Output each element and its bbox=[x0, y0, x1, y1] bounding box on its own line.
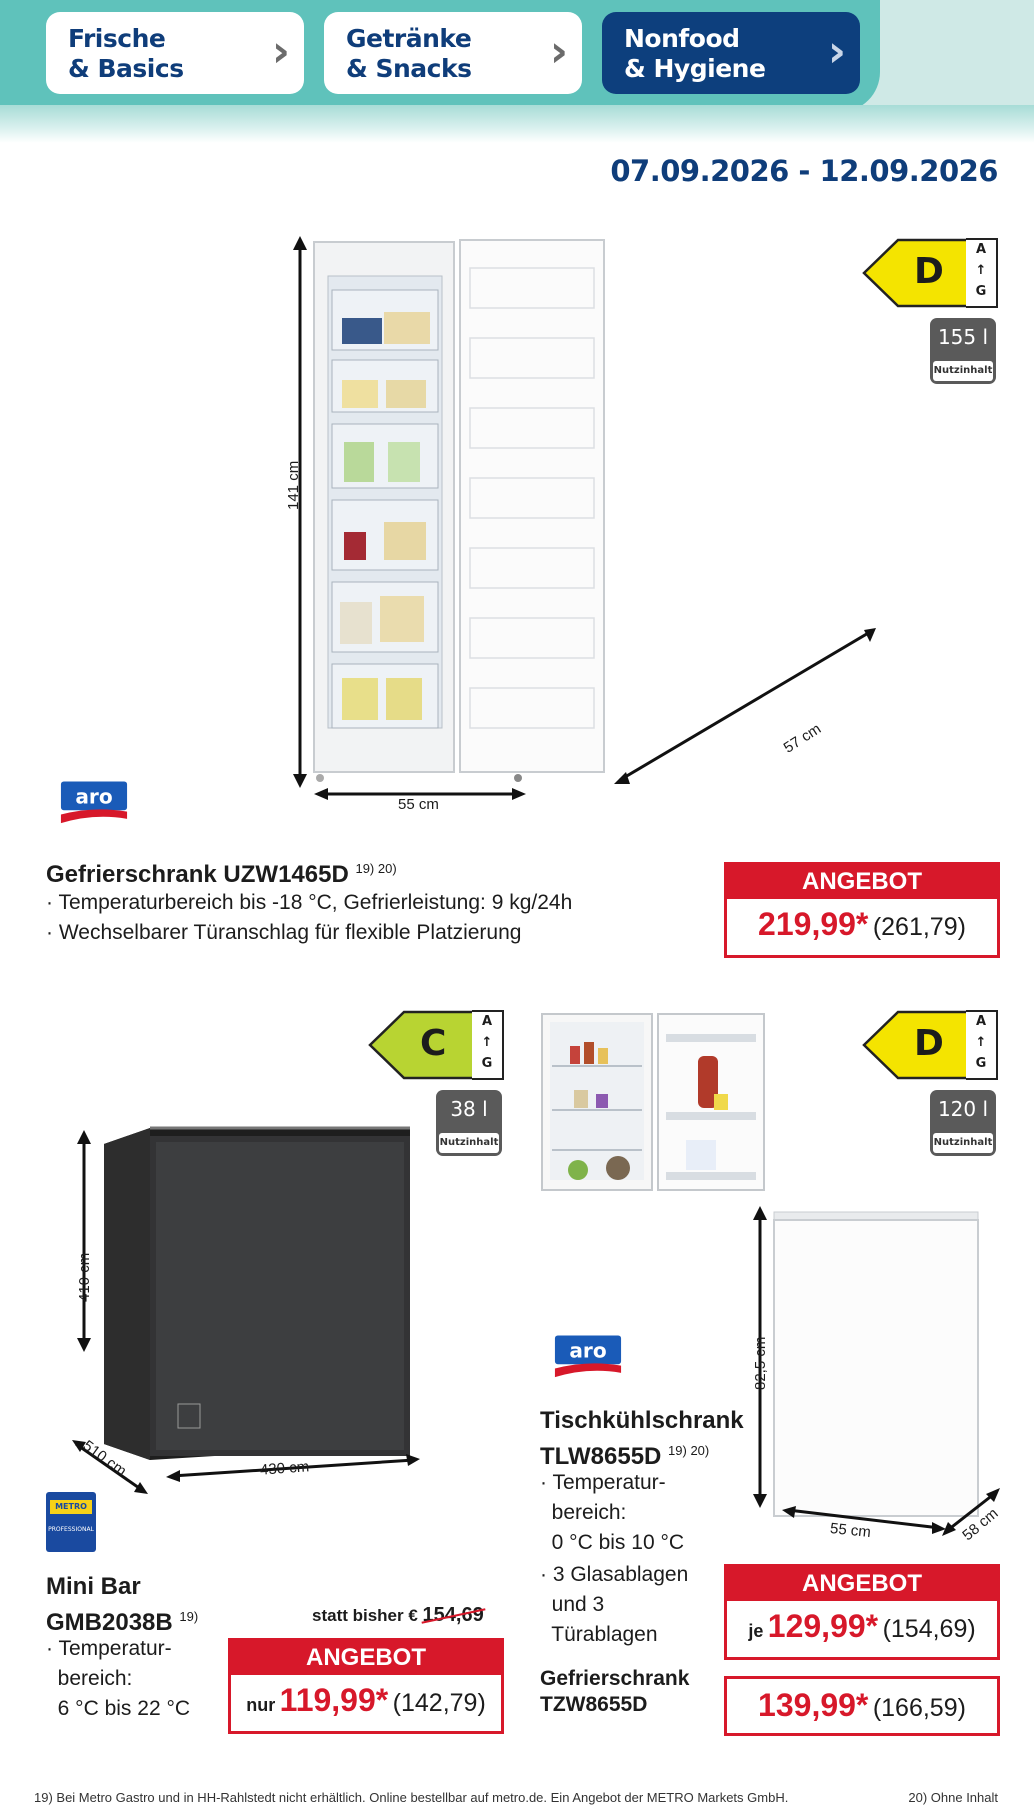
energy-class: C bbox=[420, 1023, 447, 1064]
chevron-right-icon: › bbox=[827, 26, 846, 77]
energy-class: D bbox=[914, 1023, 944, 1064]
price: 129,99* bbox=[767, 1608, 879, 1644]
energy-scale: A ↑ G bbox=[966, 1010, 998, 1080]
tablefridge-bullet-2: · 3 Glasablagen und 3 Türablagen bbox=[540, 1563, 689, 1646]
old-price-prefix: statt bisher € bbox=[312, 1606, 423, 1625]
volume-value: 38 l bbox=[450, 1097, 488, 1121]
energy-scale: A ↑ G bbox=[472, 1010, 504, 1080]
tablefridge-volume-badge: 120 l Nutzinhalt bbox=[930, 1090, 996, 1156]
price-gross: (166,59) bbox=[872, 1694, 966, 1722]
minibar-image bbox=[72, 1126, 420, 1494]
svg-text:aro: aro bbox=[75, 785, 112, 809]
metro-professional-logo: METRO PROFESSIONAL bbox=[46, 1492, 96, 1552]
tablefridge-energy-label: D A ↑ G bbox=[862, 1010, 1000, 1080]
tablefridge-price-box: ANGEBOT je 129,99* (154,69) bbox=[724, 1564, 1000, 1660]
svg-text:aro: aro bbox=[569, 1339, 606, 1363]
freezer-title: Gefrierschrank UZW1465D 19) 20) bbox=[46, 854, 397, 890]
tablefridge-dim-height: 82,5 cm bbox=[752, 1336, 769, 1390]
price-prefix: nur bbox=[246, 1695, 276, 1715]
tab-label: Nonfood & Hygiene bbox=[624, 24, 766, 83]
freezer-bullet-1: · Temperaturbereich bis -18 °C, Gefrierl… bbox=[46, 891, 573, 914]
chevron-right-icon: › bbox=[271, 26, 290, 77]
chevron-right-icon: › bbox=[549, 26, 568, 77]
tab-label: Getränke & Snacks bbox=[346, 24, 472, 83]
arrow-up-icon: ↑ bbox=[975, 1035, 987, 1050]
energy-class: D bbox=[914, 251, 944, 292]
freezer-image bbox=[293, 236, 876, 800]
price-gross: (154,69) bbox=[882, 1615, 976, 1643]
freezer-bullet-2: · Wechselbarer Türanschlag für flexible … bbox=[46, 921, 522, 944]
date-range: 07.09.2026 - 12.09.2026 bbox=[610, 154, 998, 188]
scale-top: A bbox=[481, 1014, 493, 1029]
price-prefix: je bbox=[748, 1621, 764, 1641]
price-line: 219,99* (261,79) bbox=[727, 899, 997, 956]
price-gross: (142,79) bbox=[392, 1689, 486, 1717]
scale-top: A bbox=[975, 242, 987, 257]
title-text: Tischkühlschrank TLW8655D bbox=[540, 1407, 744, 1470]
footnote-ref: 19) 20) bbox=[355, 861, 397, 876]
offer-label: ANGEBOT bbox=[231, 1641, 501, 1675]
tablefridge-open-image bbox=[541, 1013, 765, 1191]
tab-nonfood-hygiene[interactable]: Nonfood & Hygiene › bbox=[602, 12, 860, 94]
price-gross: (261,79) bbox=[872, 913, 966, 941]
minibar-energy-label: C A ↑ G bbox=[368, 1010, 506, 1080]
minibar-bullet-1: · Temperatur- bereich: 6 °C bis 22 °C bbox=[46, 1637, 191, 1720]
tablefridge-closed-image bbox=[753, 1206, 1000, 1536]
scale-bottom: G bbox=[975, 284, 987, 299]
volume-label: Nutzinhalt bbox=[933, 1133, 993, 1153]
footnote-ref: 19) bbox=[179, 1609, 199, 1624]
volume-value: 155 l bbox=[937, 325, 989, 349]
scale-bottom: G bbox=[481, 1056, 493, 1071]
scale-top: A bbox=[975, 1014, 987, 1029]
freezer2-price-box: 139,99* (166,59) bbox=[724, 1676, 1000, 1736]
volume-value: 120 l bbox=[937, 1097, 989, 1121]
volume-label: Nutzinhalt bbox=[933, 361, 993, 381]
header-brush-stroke bbox=[0, 105, 1034, 143]
freezer-volume-badge: 155 l Nutzinhalt bbox=[930, 318, 996, 384]
footnote-20: 20) Ohne Inhalt bbox=[908, 1790, 998, 1805]
tab-frische-basics[interactable]: Frische & Basics › bbox=[46, 12, 304, 94]
freezer-energy-label: D A ↑ G bbox=[862, 238, 1000, 308]
tablefridge-bullet-1: · Temperatur- bereich: 0 °C bis 10 °C bbox=[540, 1471, 685, 1554]
freezer-price-box: ANGEBOT 219,99* (261,79) bbox=[724, 862, 1000, 958]
scale-bottom: G bbox=[975, 1056, 987, 1071]
tab-label: Frische & Basics bbox=[68, 24, 184, 83]
arrow-up-icon: ↑ bbox=[975, 263, 987, 278]
energy-scale: A ↑ G bbox=[966, 238, 998, 308]
freezer2-title: Gefrierschrank TZW8655D bbox=[540, 1667, 690, 1716]
price-line: nur 119,99* (142,79) bbox=[231, 1675, 501, 1732]
offer-label: ANGEBOT bbox=[727, 865, 997, 899]
aro-logo: aro bbox=[60, 781, 128, 824]
price-line: 139,99* (166,59) bbox=[727, 1679, 997, 1738]
price: 119,99* bbox=[279, 1682, 389, 1718]
price: 219,99* bbox=[758, 906, 869, 942]
price-line: je 129,99* (154,69) bbox=[727, 1601, 997, 1658]
tab-getraenke-snacks[interactable]: Getränke & Snacks › bbox=[324, 12, 582, 94]
minibar-volume-badge: 38 l Nutzinhalt bbox=[436, 1090, 502, 1156]
tablefridge-title: Tischkühlschrank TLW8655D 19) 20) bbox=[540, 1406, 744, 1472]
old-price: 154,69 bbox=[421, 1604, 486, 1626]
footnote-ref: 19) 20) bbox=[668, 1443, 710, 1458]
minibar-dim-height: 410 cm bbox=[76, 1252, 93, 1302]
minibar-title: Mini Bar GMB2038B 19) bbox=[46, 1572, 198, 1638]
freezer-dim-height: 141 cm bbox=[285, 460, 302, 510]
title-text: Mini Bar GMB2038B bbox=[46, 1573, 173, 1636]
freezer-dim-width: 55 cm bbox=[398, 796, 439, 813]
minibar-price-box: ANGEBOT nur 119,99* (142,79) bbox=[228, 1638, 504, 1734]
aro-logo: aro bbox=[554, 1335, 622, 1378]
minibar-old-price: statt bisher € 154,69 bbox=[312, 1604, 486, 1627]
arrow-up-icon: ↑ bbox=[481, 1035, 493, 1050]
title-text: Gefrierschrank UZW1465D bbox=[46, 861, 349, 888]
price: 139,99* bbox=[758, 1687, 869, 1723]
volume-label: Nutzinhalt bbox=[439, 1133, 499, 1153]
footnote-19: 19) Bei Metro Gastro und in HH-Rahlstedt… bbox=[34, 1790, 789, 1805]
minibar-dim-width: 430 cm bbox=[259, 1458, 310, 1479]
offer-label: ANGEBOT bbox=[727, 1567, 997, 1601]
